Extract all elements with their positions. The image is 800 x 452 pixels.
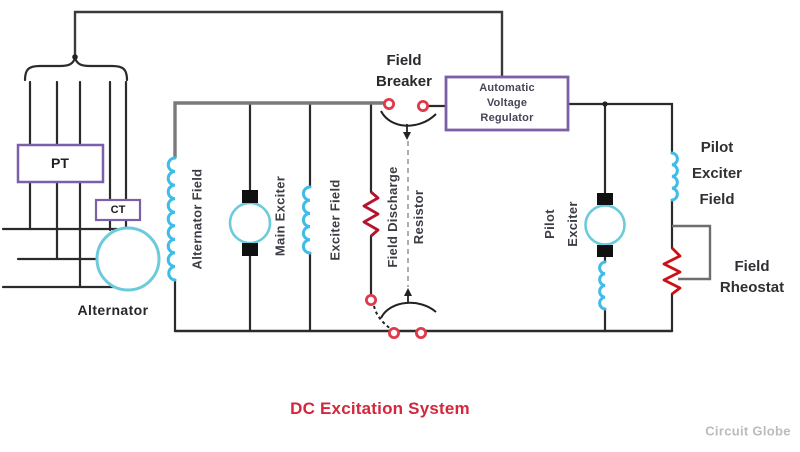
pt-label: PT [51, 155, 69, 171]
ct-box [94, 198, 142, 222]
pilot-exciter-brush-top [597, 193, 613, 205]
field-discharge-resistor-zigzag [362, 190, 380, 238]
pef-line2: Exciter [691, 165, 743, 182]
pilot-exciter-label: Pilot Exciter [538, 201, 584, 246]
field-rheostat-zigzag [662, 247, 682, 296]
avr-box [444, 75, 570, 132]
wires [1, 10, 674, 333]
terminals [364, 98, 429, 339]
rheostat-arm [672, 224, 712, 281]
alternator-field-coil [166, 156, 177, 282]
avr-line3: Regulator [480, 112, 534, 124]
pilot-exciter-line2: Exciter [565, 201, 580, 247]
wire-avr-output [566, 102, 674, 155]
field-breaker-arc [380, 110, 437, 127]
exciter-field-coil [301, 185, 312, 255]
brushes [242, 190, 613, 257]
field-breaker-line2: Breaker [376, 73, 432, 90]
field-discharge-resistor-label: Field Discharge Resistor [380, 166, 432, 267]
avr-label: Automatic Voltage Regulator [446, 77, 568, 130]
main-exciter-brush-bottom [242, 243, 258, 256]
pilot-exciter-line1: Pilot [542, 209, 557, 239]
breaker-terminal-2 [416, 100, 429, 113]
wire-top-bus [173, 101, 386, 158]
alternator-circle [95, 226, 161, 292]
diagram-title: DC Excitation System [290, 399, 470, 418]
pilot-exciter-brush-bottom [597, 245, 613, 257]
field-discharge-line1: Field Discharge [385, 166, 400, 268]
pef-line1: Pilot [700, 139, 734, 156]
main-exciter-label: Main Exciter [272, 175, 288, 257]
pilot-exciter-field-coil [670, 151, 679, 202]
junction-dot-top [72, 54, 78, 60]
exciter-field-label: Exciter Field [327, 179, 343, 261]
discharge-switch-blade [373, 305, 392, 330]
discharge-terminal-2 [387, 326, 400, 339]
field-rheostat-label: Field Rheostat [720, 256, 784, 298]
avr-line1: Automatic [479, 82, 535, 94]
field-breaker-switch [380, 110, 437, 140]
pt-box [16, 143, 105, 184]
discharge-terminal-3 [414, 326, 427, 339]
junction-dot-pilot [602, 101, 608, 107]
discharge-terminal-1 [364, 293, 377, 306]
main-exciter-brush-top [242, 190, 258, 203]
rheostat-line1: Field [734, 258, 770, 275]
lead-brace [23, 54, 129, 82]
alternator-field-label: Alternator Field [189, 168, 205, 270]
avr-line2: Voltage [486, 97, 528, 109]
main-exciter-circle [228, 201, 272, 245]
alternator-label: Alternator [77, 302, 149, 318]
field-discharge-switch [373, 288, 437, 330]
pilot-exciter-circle [584, 204, 626, 246]
rheostat-line2: Rheostat [719, 279, 785, 296]
field-breaker-label: Field Breaker [376, 50, 432, 92]
pilot-exciter-series-coil [598, 260, 607, 311]
ct-label: CT [110, 204, 126, 216]
wire-sensing-loop [73, 10, 504, 79]
discharge-switch-arrow-head [404, 288, 412, 296]
field-breaker-arrow-head [403, 132, 411, 140]
field-breaker-line1: Field [386, 52, 422, 69]
pef-line3: Field [699, 191, 735, 208]
pilot-exciter-field-label: Pilot Exciter Field [692, 135, 742, 213]
watermark: Circuit Globe [705, 423, 791, 439]
discharge-switch-arc [380, 301, 437, 319]
coils [166, 151, 679, 311]
breaker-terminal-1 [382, 98, 395, 111]
field-discharge-line2: Resistor [411, 189, 426, 245]
